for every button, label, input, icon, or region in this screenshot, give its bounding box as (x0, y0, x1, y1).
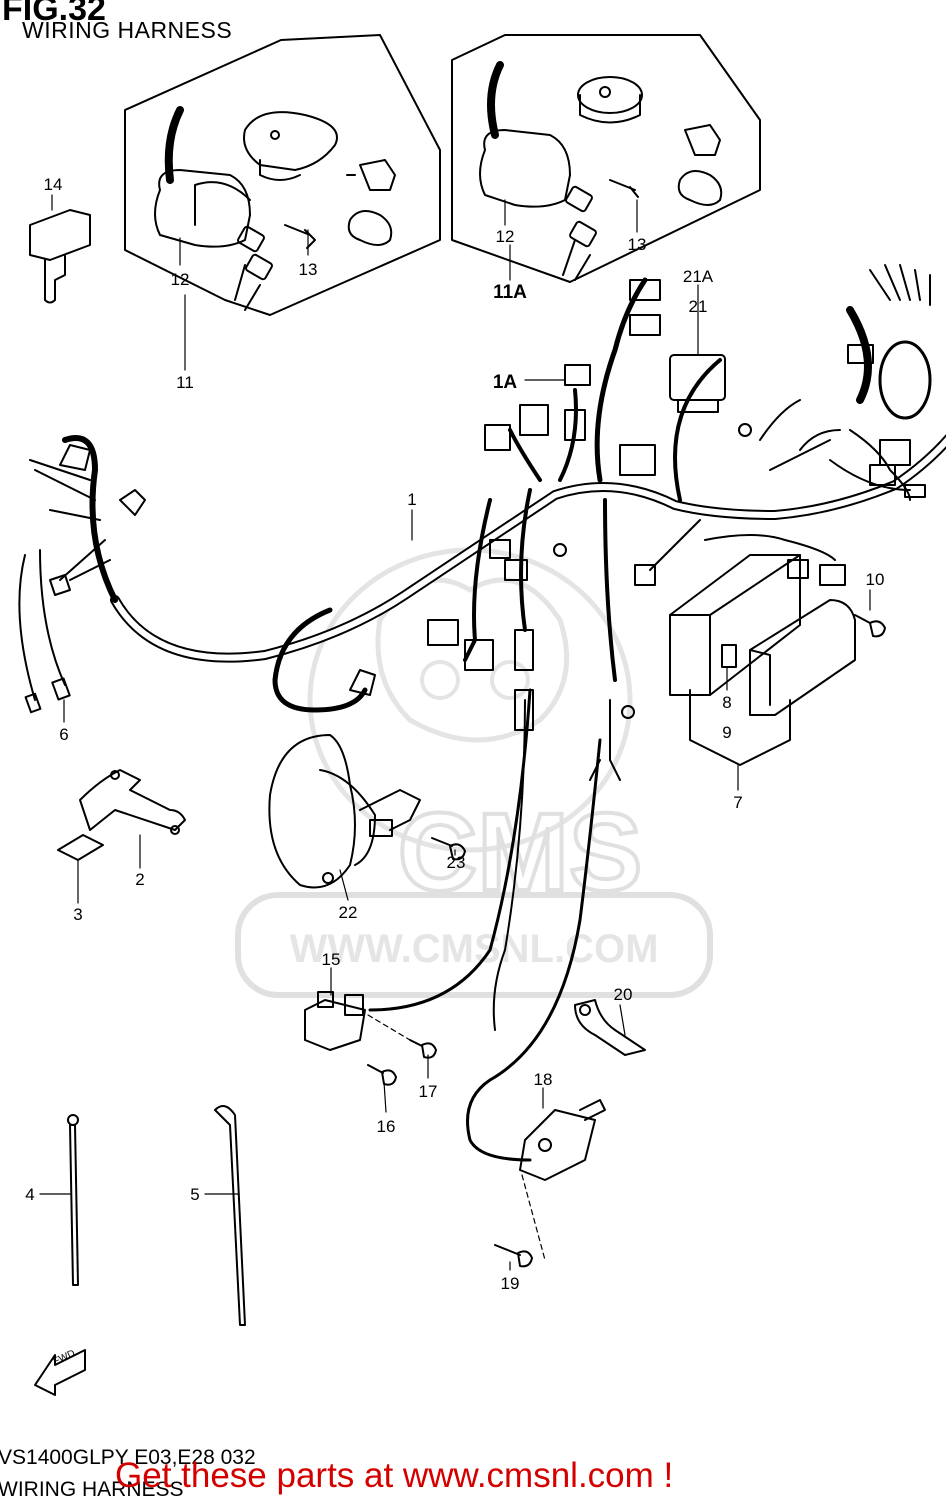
callout-13b: 13 (628, 235, 647, 254)
callout-18: 18 (534, 1070, 553, 1089)
ignition-set-11A-box (451, 34, 761, 283)
fwd-arrow (34, 1349, 86, 1396)
cable-tie-5 (214, 1105, 246, 1326)
bolt-19 (494, 1244, 533, 1268)
fwd-label: FWD (52, 1348, 77, 1368)
callout-10: 10 (866, 570, 885, 589)
ignition-cap (243, 111, 338, 171)
callout-21: 21 (689, 297, 708, 316)
callout-1A: 1A (493, 372, 518, 393)
leader-lines (39, 194, 871, 1271)
callout-6: 6 (59, 725, 68, 744)
callout-12: 12 (171, 270, 190, 289)
horn-22 (268, 734, 421, 889)
fuel-cap (577, 76, 643, 114)
callout-11A: 11A (493, 282, 527, 303)
fuse-1A (564, 364, 591, 386)
model-subtitle: WIRING HARNESS (0, 1478, 184, 1501)
bolt-13b (609, 179, 639, 198)
figure-title: FIG.32 (2, 0, 106, 28)
callout-4: 4 (25, 1185, 34, 1204)
main-harness-1 (18, 264, 946, 714)
wire-6 (18, 549, 66, 701)
callout-14: 14 (44, 175, 63, 194)
watermark-brand: CMS (398, 791, 642, 914)
watermark-url: WWW.CMSNL.COM (290, 927, 659, 971)
callout-11: 11 (176, 373, 194, 392)
promo-link[interactable]: Get these parts at www.cmsnl.com ! (115, 1456, 674, 1495)
callout-3: 3 (73, 905, 82, 924)
key-14 (29, 209, 91, 304)
key-icon (237, 225, 265, 253)
screw-10 (854, 614, 886, 638)
switch-15 (304, 991, 366, 1051)
callout-15: 15 (322, 950, 341, 969)
callout-1: 1 (407, 490, 416, 509)
callout-20: 20 (614, 985, 633, 1004)
callout-19: 19 (501, 1274, 520, 1293)
screw-16 (367, 1064, 397, 1086)
callout-17: 17 (419, 1082, 438, 1101)
cushion-3 (57, 834, 104, 861)
callout-12b: 12 (496, 227, 515, 246)
callout-22: 22 (339, 903, 358, 922)
ignition-set-11-box (124, 34, 441, 316)
callout-5: 5 (190, 1185, 199, 1204)
callout-13: 13 (299, 260, 318, 279)
callout-16: 16 (377, 1117, 396, 1136)
sensor-18 (519, 1099, 606, 1181)
bracket-2 (79, 769, 186, 835)
callout-7: 7 (733, 793, 742, 812)
callout-2: 2 (135, 870, 144, 889)
cable-tie-4 (69, 1124, 79, 1286)
screw-17 (409, 1039, 437, 1059)
bolt-13 (284, 224, 316, 249)
callout-21A: 21A (683, 267, 714, 286)
control-unit-7 (669, 554, 856, 766)
callout-9: 9 (722, 723, 731, 742)
ignition-switch-12b (479, 129, 571, 208)
bolt-23 (431, 837, 466, 861)
bracket-20 (574, 999, 646, 1056)
figure-subtitle: WIRING HARNESS (22, 17, 233, 43)
callout-labels: 14 12 13 11 12 13 11A 21A 21 1A 1 10 6 8… (25, 175, 884, 1293)
callout-8: 8 (722, 693, 731, 712)
callout-23: 23 (447, 853, 466, 872)
model-code: VS1400GLPY E03,E28 032 (0, 1446, 256, 1469)
